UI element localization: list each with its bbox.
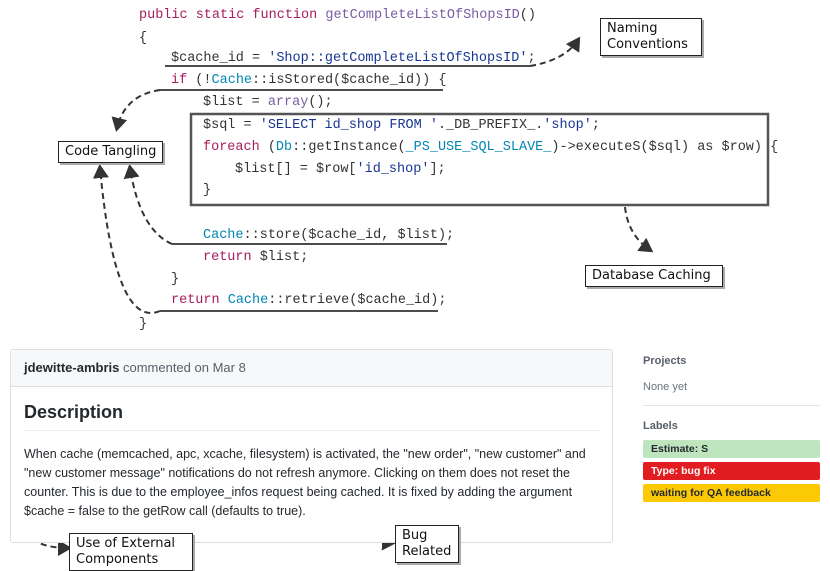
- annotation-bug-related: Bug Related: [395, 525, 459, 563]
- issue-comment-card: jdewitte-ambris commented on Mar 8 Descr…: [10, 349, 613, 543]
- code-snippet: public static function getCompleteListOf…: [139, 8, 779, 332]
- label-waiting-qa[interactable]: waiting for QA feedback: [643, 484, 820, 502]
- code-line-14: }: [139, 317, 148, 332]
- code-line-12: }: [171, 272, 180, 287]
- code-line-13: return Cache::retrieve($cache_id);: [171, 293, 447, 308]
- sidebar-divider: [643, 405, 820, 406]
- label-bug-fix[interactable]: Type: bug fix: [643, 462, 820, 480]
- arrow-tangling-3: [92, 164, 161, 314]
- description-title: Description: [24, 402, 124, 422]
- annotation-naming-conventions: Naming Conventions: [600, 18, 702, 56]
- code-line-1: public static function getCompleteListOf…: [139, 8, 536, 23]
- comment-meta: commented on Mar 8: [119, 360, 246, 375]
- code-line-9: }: [203, 183, 212, 198]
- issue-sidebar: Projects None yet Labels Estimate: S Typ…: [643, 355, 820, 502]
- sql-box: [189, 112, 770, 207]
- code-line-8: $list[] = $row['id_shop'];: [235, 162, 446, 177]
- code-line-3: $cache_id = 'Shop::getCompleteListOfShop…: [171, 51, 536, 66]
- title-divider: [24, 430, 599, 431]
- projects-value: None yet: [643, 381, 688, 393]
- comment-author[interactable]: jdewitte-ambris: [24, 360, 120, 375]
- code-line-4: if (!Cache::isStored($cache_id)) {: [171, 73, 447, 88]
- description-body: When cache (memcached, apc, xcache, file…: [24, 447, 586, 518]
- arrow-tangling-1: [111, 89, 161, 132]
- code-line-5: $list = array();: [203, 95, 333, 110]
- annotation-database-caching: Database Caching: [585, 265, 723, 287]
- code-line-6: $sql = 'SELECT id_shop FROM '._DB_PREFIX…: [203, 118, 600, 133]
- code-line-11: return $list;: [203, 250, 309, 265]
- arrow-naming: [529, 36, 581, 67]
- projects-heading: Projects: [643, 355, 687, 367]
- annotation-external-components: Use of External Components: [69, 533, 193, 571]
- comment-header: jdewitte-ambris commented on Mar 8: [11, 350, 612, 387]
- annotation-code-tangling: Code Tangling: [58, 141, 164, 163]
- labels-heading: Labels: [643, 420, 678, 432]
- arrow-tangling-2: [123, 164, 173, 245]
- code-line-2: {: [139, 31, 148, 46]
- code-line-10: Cache::store($cache_id, $list);: [203, 228, 455, 243]
- code-line-7: foreach (Db::getInstance(_PS_USE_SQL_SLA…: [203, 140, 779, 155]
- label-estimate[interactable]: Estimate: S: [643, 440, 820, 458]
- arrow-db-caching: [624, 206, 654, 253]
